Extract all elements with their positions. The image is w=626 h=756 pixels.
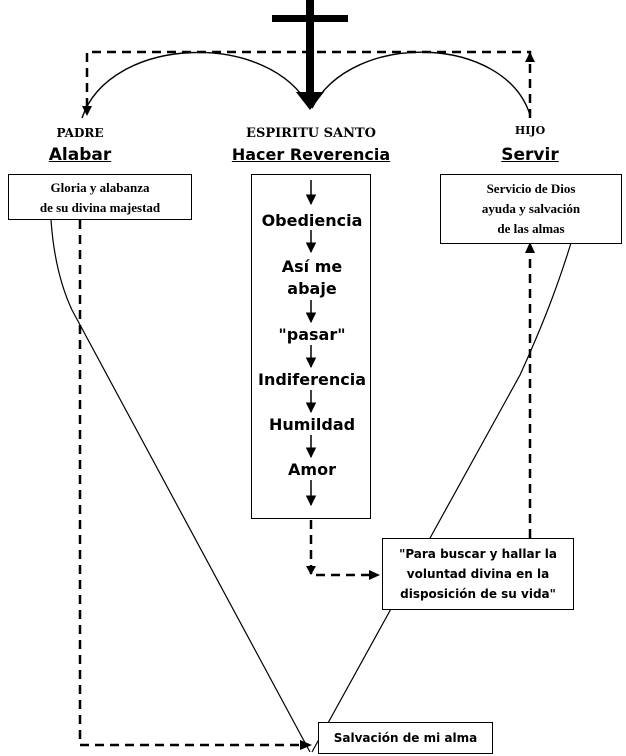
step-obediencia: Obediencia	[261, 211, 363, 230]
hijo-title: HIJO	[514, 124, 546, 137]
padre-box-line-1: Gloria y alabanza	[50, 180, 150, 195]
padre-title: PADRE	[56, 126, 104, 140]
espiritu-title: ESPIRITU SANTO	[246, 126, 376, 141]
top-right-arrowhead	[525, 52, 535, 62]
right-up-arrowhead	[525, 242, 535, 253]
step-abaje: abaje	[287, 279, 337, 298]
heart-right-side	[311, 229, 576, 753]
padre-box-line-2: de su divina majestad	[39, 200, 161, 215]
heart-left-lobe	[81, 51, 311, 119]
middle-arrowhead	[369, 570, 380, 580]
heart-right-lobe	[311, 51, 531, 116]
padre-box: Gloria y alabanza de su divina majestad	[8, 174, 192, 220]
step-humildad: Humildad	[268, 415, 356, 434]
step-indiferencia: Indiferencia	[258, 370, 366, 389]
middle-down-arrowhead	[306, 566, 316, 575]
padre-action: Alabar	[48, 145, 112, 165]
hijo-box-line-1: Servicio de Dios	[486, 181, 576, 196]
voluntad-line-2: voluntad divina en la	[406, 567, 550, 581]
step-pasar: "pasar"	[278, 325, 346, 344]
cross-arrowhead	[296, 92, 324, 110]
left-bottom-arrowhead	[300, 740, 312, 750]
hijo-box: Servicio de Dios ayuda y salvación de la…	[440, 174, 622, 244]
cross-vertical	[306, 0, 314, 92]
middle-dashed-line	[309, 520, 375, 577]
espiritu-action: Hacer Reverencia	[231, 145, 391, 164]
top-left-arrowhead	[82, 106, 92, 116]
espiritu-column: Obediencia Así me abaje "pasar" Indifere…	[251, 174, 371, 519]
salvacion-box: Salvación de mi alma	[318, 722, 493, 754]
voluntad-box: "Para buscar y hallar la voluntad divina…	[382, 538, 574, 610]
left-dashed-line	[78, 220, 305, 747]
step-amor: Amor	[288, 460, 336, 479]
top-dashed-loop	[85, 50, 532, 118]
hijo-box-line-2: ayuda y salvación	[481, 201, 581, 216]
hijo-action: Servir	[501, 145, 559, 165]
voluntad-line-1: "Para buscar y hallar la	[399, 547, 557, 561]
voluntad-line-3: disposición de su vida"	[400, 587, 556, 601]
hijo-box-line-3: de las almas	[497, 221, 565, 236]
step-asi-me: Así me	[281, 257, 343, 276]
